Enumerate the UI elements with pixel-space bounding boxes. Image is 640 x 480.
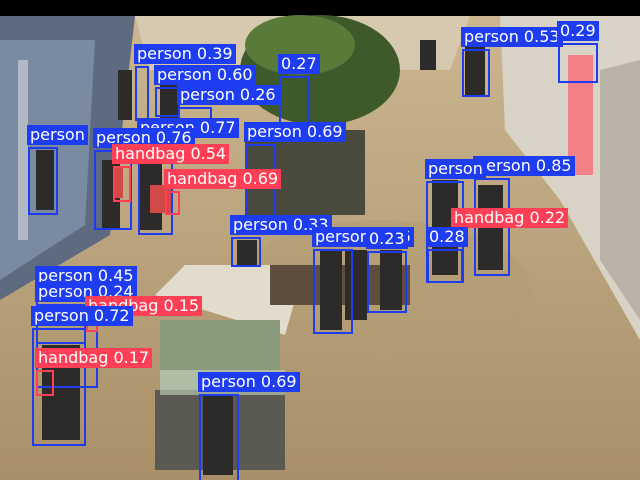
right-wall <box>600 60 640 320</box>
detection-label: handbag 0.54 <box>112 144 230 164</box>
detection-label: 0.29 <box>557 21 599 41</box>
person-detection: person 0.72 <box>31 306 133 446</box>
detection-label: person 0.69 <box>198 372 300 392</box>
person-detection: person 0.26 <box>177 85 279 137</box>
detection-label: person 0.69 <box>244 122 346 142</box>
detection-label: handbag 0.22 <box>451 208 569 228</box>
kiosk-roof <box>155 265 295 335</box>
person-detection: person 0.53 <box>461 27 563 97</box>
handbag-detection: handbag 0.22 <box>451 208 569 244</box>
detection-label: person 0.33 <box>230 215 332 235</box>
red-shop-sign <box>568 55 593 175</box>
person-detection: person 0.76 <box>93 128 195 230</box>
left-pillar <box>18 60 28 240</box>
detection-label: person <box>27 125 88 145</box>
detection-label: person 0.60 <box>154 65 256 85</box>
detection-label: person 0.76 <box>93 128 195 148</box>
person-detection: 0.27 <box>278 54 320 136</box>
person-detection: person 0.39 <box>134 44 236 121</box>
handbag-detection: handbag 0.69 <box>164 169 282 215</box>
handbag-detection: handbag 0.17 <box>35 348 153 396</box>
person-detection: 0.28 <box>426 227 468 283</box>
detection-label: person 0.26 <box>177 85 279 105</box>
person-detection: person 0.33 <box>230 215 332 267</box>
detection-label: handbag 0.17 <box>35 348 153 368</box>
detection-label: person 0.39 <box>134 44 236 64</box>
person-detection: person 0.66 <box>312 227 414 334</box>
detection-label: 0.28 <box>426 227 468 247</box>
detection-label: 0.27 <box>278 54 320 74</box>
detection-label: person <box>425 159 486 179</box>
detection-label: handbag 0.69 <box>164 169 282 189</box>
person-detection: 0.29 <box>557 21 599 83</box>
detection-label: 0.23 <box>366 229 408 249</box>
person-detection: person 0.69 <box>198 372 300 480</box>
person-detection: 0.23 <box>366 229 408 313</box>
person-detection: person <box>27 125 88 215</box>
handbag-detection: handbag 0.54 <box>112 144 230 202</box>
detection-label: person 0.85 <box>473 156 575 176</box>
detection-label: person 0.53 <box>461 27 563 47</box>
detection-label: person 0.45 <box>35 266 137 286</box>
top-black-bar <box>0 0 640 16</box>
detection-label: person 0.72 <box>31 306 133 326</box>
